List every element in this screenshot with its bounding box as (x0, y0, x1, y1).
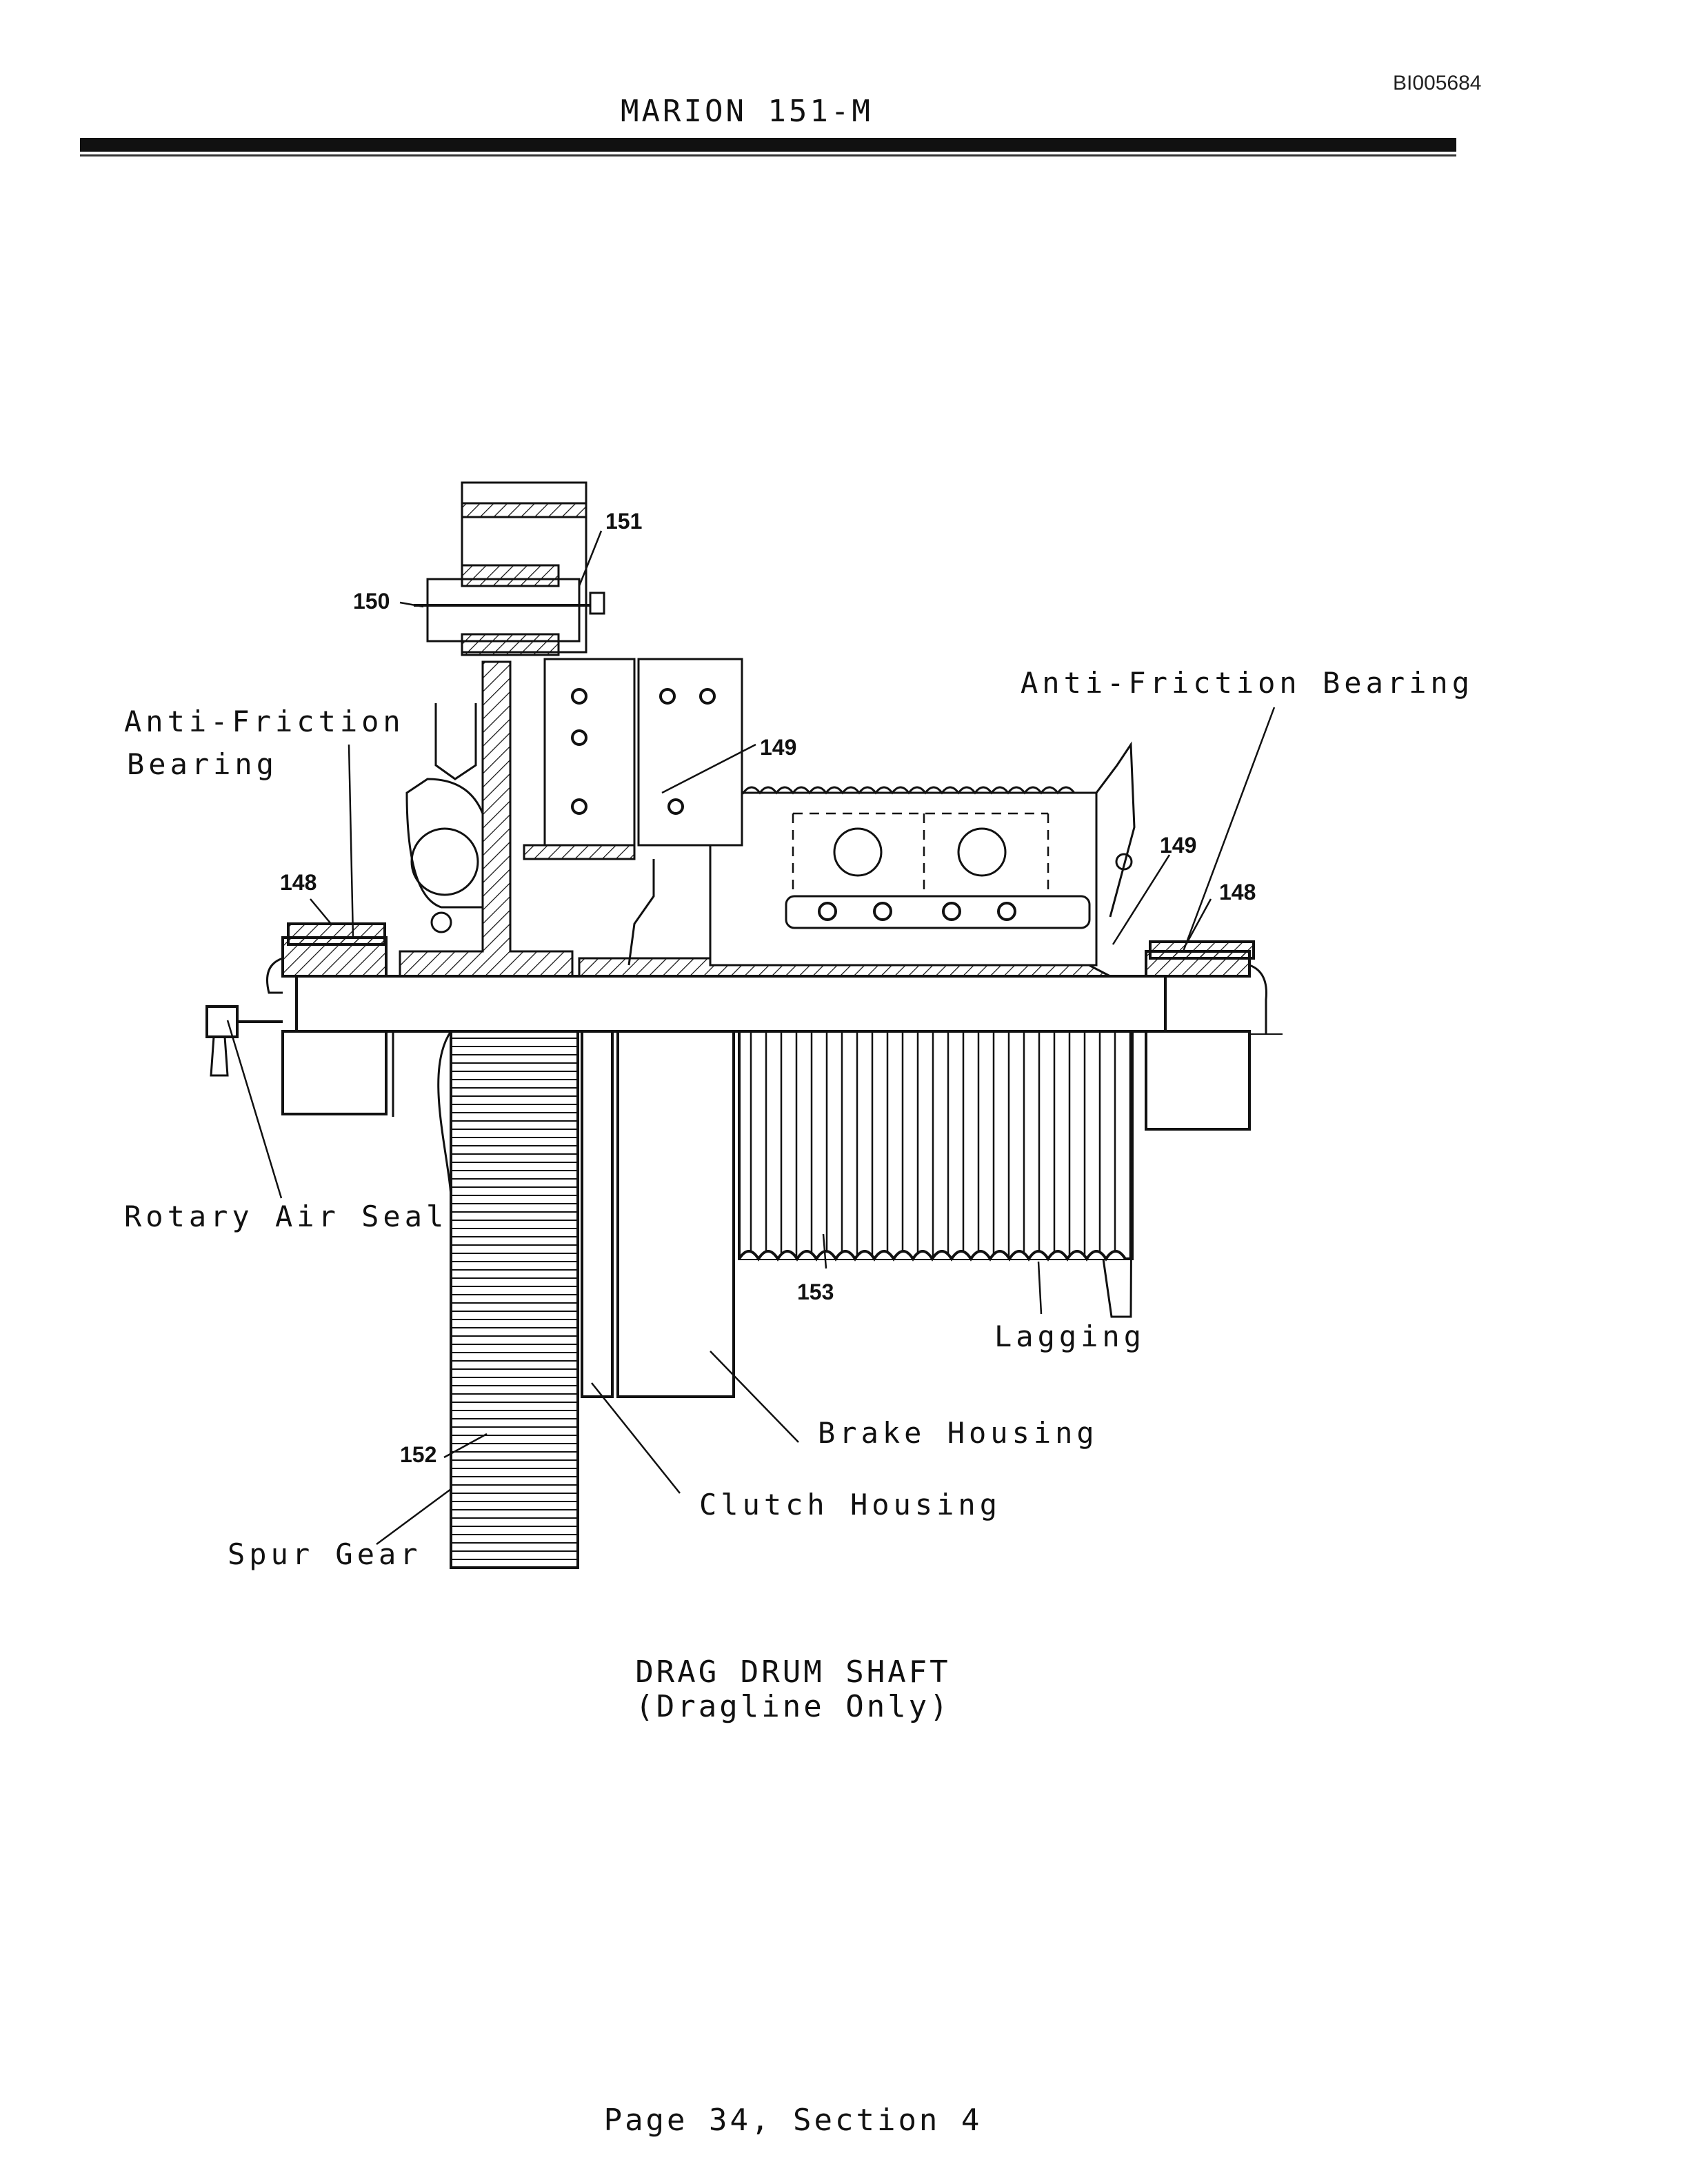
clutch-cam (405, 778, 484, 909)
right-bearing-cap (1149, 940, 1255, 960)
leader-anti-friction-right (1182, 707, 1276, 952)
clutch-plates (543, 658, 636, 847)
main-shaft (295, 975, 1167, 1033)
leader-151 (578, 530, 603, 587)
right-bearing-block (1145, 1030, 1251, 1131)
leader-brake-housing (710, 1351, 799, 1443)
label-clutch-housing: Clutch Housing (699, 1488, 1002, 1521)
brake-housing (616, 1030, 735, 1398)
label-rotary-air-seal: Rotary Air Seal (124, 1200, 448, 1233)
spur-gear (450, 1030, 579, 1569)
leader-spur-gear (376, 1488, 452, 1546)
leader-lagging (1037, 1261, 1043, 1315)
callout-149-right: 149 (1160, 833, 1197, 858)
callout-152: 152 (400, 1442, 437, 1467)
leader-152 (443, 1433, 488, 1459)
leader-148-left (310, 898, 332, 924)
document-id: BI005684 (1393, 72, 1482, 94)
label-anti-friction-left-line1: Anti-Friction (124, 705, 405, 738)
label-brake-housing: Brake Housing (818, 1416, 1098, 1450)
figure-caption-line2: (Dragline Only) (635, 1689, 951, 1724)
label-spur-gear: Spur Gear (228, 1537, 422, 1571)
page-footer: Page 34, Section 4 (603, 2103, 983, 2138)
label-lagging: Lagging (994, 1320, 1146, 1353)
left-bearing-block (281, 1030, 388, 1115)
spur-gear-hub (399, 660, 574, 978)
label-anti-friction-left-line2: Bearing (127, 747, 279, 781)
leader-153 (822, 1233, 827, 1269)
left-bearing-cap (287, 922, 386, 946)
drum-lagging (738, 1030, 1134, 1260)
leader-anti-friction-left (348, 744, 354, 938)
rotary-air-seal (205, 1005, 239, 1038)
callout-148-left: 148 (280, 870, 317, 895)
callout-151: 151 (605, 509, 643, 534)
page-header-title: MARION 151-M (621, 94, 873, 129)
callout-149-left: 149 (760, 735, 797, 760)
leader-149-left (661, 743, 756, 794)
header-rule (80, 138, 1456, 152)
leader-149-right (1112, 854, 1171, 945)
clutch-operating-lever (434, 703, 477, 780)
header-rule-thin (80, 154, 1456, 156)
figure-caption-line1: DRAG DRUM SHAFT (635, 1655, 951, 1690)
callout-150: 150 (353, 589, 390, 614)
clutch-housing (581, 1030, 614, 1398)
leader-150 (399, 601, 424, 608)
callout-148-right: 148 (1219, 880, 1256, 904)
leader-rotary-air-seal (226, 1020, 283, 1199)
callout-153: 153 (797, 1280, 834, 1304)
leader-148-right (1185, 898, 1212, 945)
leader-clutch-housing (591, 1382, 681, 1494)
brake-shoe-assembly (709, 791, 1098, 967)
label-anti-friction-right: Anti-Friction Bearing (1021, 666, 1474, 700)
